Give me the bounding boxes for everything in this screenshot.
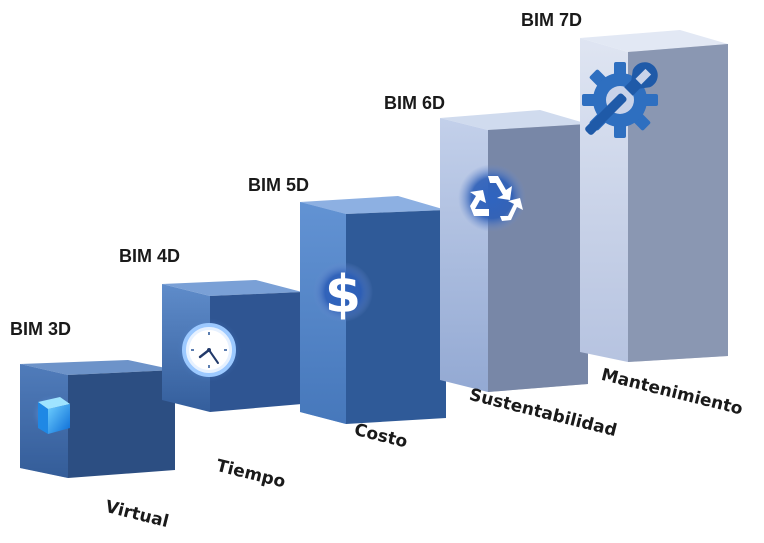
stage-title-bim-3d: BIM 3D: [10, 319, 72, 339]
stage-title-bim-7d: BIM 7D: [521, 10, 583, 30]
recycle-icon: [458, 164, 526, 232]
block-bim-6d: [440, 110, 588, 392]
stage-title-bim-4d: BIM 4D: [119, 246, 181, 266]
dollar-icon: $: [313, 262, 373, 325]
svg-text:$: $: [325, 265, 361, 325]
wrench-gear-icon: [582, 62, 658, 138]
stage-title-bim-5d: BIM 5D: [248, 175, 310, 195]
clock-icon: [177, 318, 241, 382]
cube-icon: [32, 395, 70, 434]
stage-title-bim-6d: BIM 6D: [384, 93, 446, 113]
